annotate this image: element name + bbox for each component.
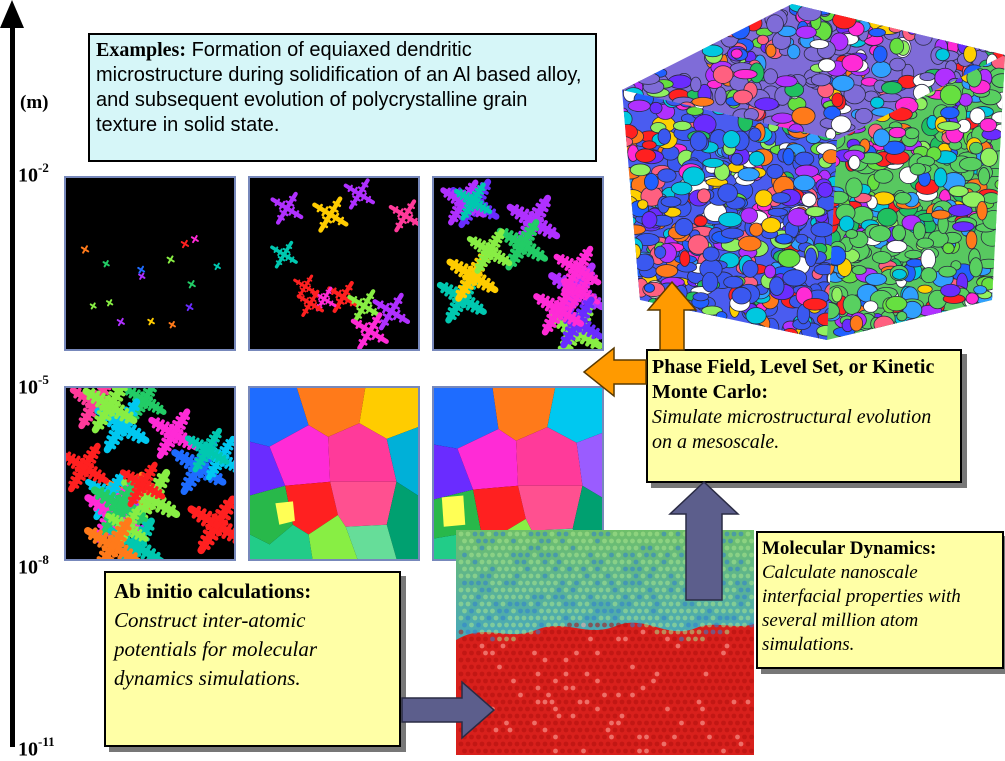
- orange-up-arrow: [648, 282, 696, 350]
- slate-right-arrow: [402, 682, 494, 738]
- slate-up-arrow: [670, 482, 738, 600]
- orange-left-arrow: [584, 348, 646, 396]
